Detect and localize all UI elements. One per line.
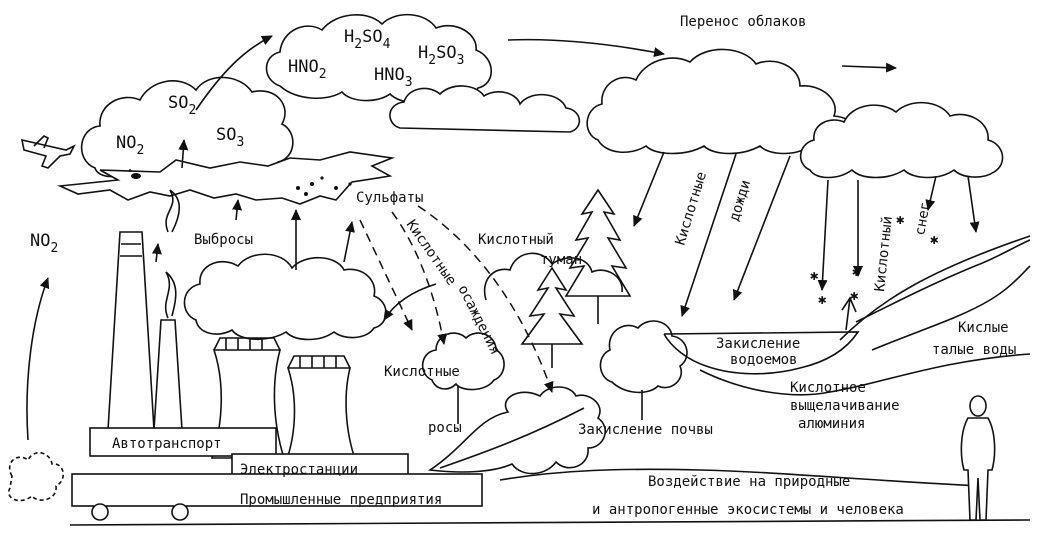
- cloud-top: [265, 13, 492, 104]
- label-acid-rain-2: дожди: [727, 178, 755, 223]
- label-acid-snow-2: снег: [912, 201, 934, 237]
- deciduous-tree-right: [599, 320, 688, 420]
- label-water-acid-2: водоемов: [730, 352, 797, 368]
- label-cloud-transfer: Перенос облаков: [680, 14, 806, 30]
- forest-outline: [483, 252, 623, 301]
- human-figure: [960, 395, 996, 521]
- exhaust-puff: [7, 452, 64, 502]
- hillside: [839, 235, 1031, 341]
- river-bottom: [871, 265, 1031, 351]
- chem-hno2: HNO2: [288, 57, 327, 82]
- label-soil-acid: Закисление почвы: [578, 422, 713, 438]
- label-acid-rain-1: Кислотные: [673, 170, 710, 247]
- label-acid-melt-2: талые воды: [932, 342, 1016, 358]
- label-sulfates: Сульфаты: [356, 190, 423, 206]
- label-acid-precip-1: Кислотные: [403, 217, 460, 288]
- label-impact-2: и антропогенные экосистемы и человека: [592, 502, 904, 518]
- chem-so2: SO2: [168, 93, 196, 118]
- svg-text:✱: ✱: [850, 288, 859, 304]
- svg-text:✱: ✱: [810, 268, 819, 284]
- factory-building: [71, 427, 483, 521]
- chem-h2so4: H2SO4: [344, 27, 391, 52]
- arrows: [26, 35, 980, 441]
- label-impact-1: Воздействие на природные: [648, 474, 850, 490]
- deciduous-tree-left: [421, 332, 505, 424]
- svg-text:✱: ✱: [818, 292, 827, 308]
- label-acid-dew-1: Кислотные: [384, 364, 460, 380]
- label-acid-melt-1: Кислые: [958, 320, 1009, 336]
- snowflakes: ✱ ✱ ✱ ✱ ✱ ✱: [810, 212, 939, 308]
- cloud-emissions: [183, 253, 387, 341]
- leaf-vein: [439, 407, 585, 469]
- oak-leaf: [427, 386, 607, 475]
- airplane-icon: [20, 135, 76, 169]
- chem-hno3: HNO3: [374, 65, 413, 90]
- lake: [663, 331, 860, 375]
- particles: [296, 176, 352, 196]
- label-acid-snow-1: Кислотный: [872, 215, 896, 292]
- label-acid-fog-1: Кислотный: [478, 232, 554, 248]
- river-top: [855, 239, 1031, 323]
- soil-line: [499, 468, 981, 487]
- svg-text:✱: ✱: [930, 232, 939, 248]
- conifer-tree-small: [520, 266, 584, 368]
- chem-no2-cloud: NO2: [116, 133, 144, 158]
- chem-h2so3: H2SO3: [418, 43, 464, 68]
- label-leaching-3: алюминия: [798, 416, 865, 432]
- svg-text:✱: ✱: [896, 212, 905, 228]
- label-transport: Автотранспорт: [112, 436, 222, 452]
- svg-text:✱: ✱: [852, 264, 861, 280]
- chem-so3: SO3: [216, 125, 244, 150]
- label-acid-dew-2: росы: [428, 420, 462, 436]
- label-water-acid-1: Закисление: [716, 336, 800, 352]
- label-emissions: Выбросы: [194, 232, 253, 248]
- smoke-dot: [131, 173, 141, 179]
- cloud-snow: [799, 101, 1004, 179]
- chem-no2-left: NO2: [30, 231, 58, 256]
- label-acid-fog-2: туман: [540, 252, 582, 268]
- label-industry: Промышленные предприятия: [240, 492, 442, 508]
- factory-stacks: [107, 189, 183, 431]
- cloud-small: [389, 85, 581, 133]
- conifer-tree-tall: [564, 188, 632, 324]
- label-leaching-1: Кислотное: [790, 380, 866, 396]
- label-power: Электростанции: [240, 462, 358, 478]
- terrain-line: [699, 353, 1031, 396]
- ground-line: [69, 519, 1031, 526]
- cloud-rain: [586, 48, 861, 155]
- smoke-plume: [56, 151, 396, 205]
- label-leaching-2: выщелачивание: [790, 398, 900, 414]
